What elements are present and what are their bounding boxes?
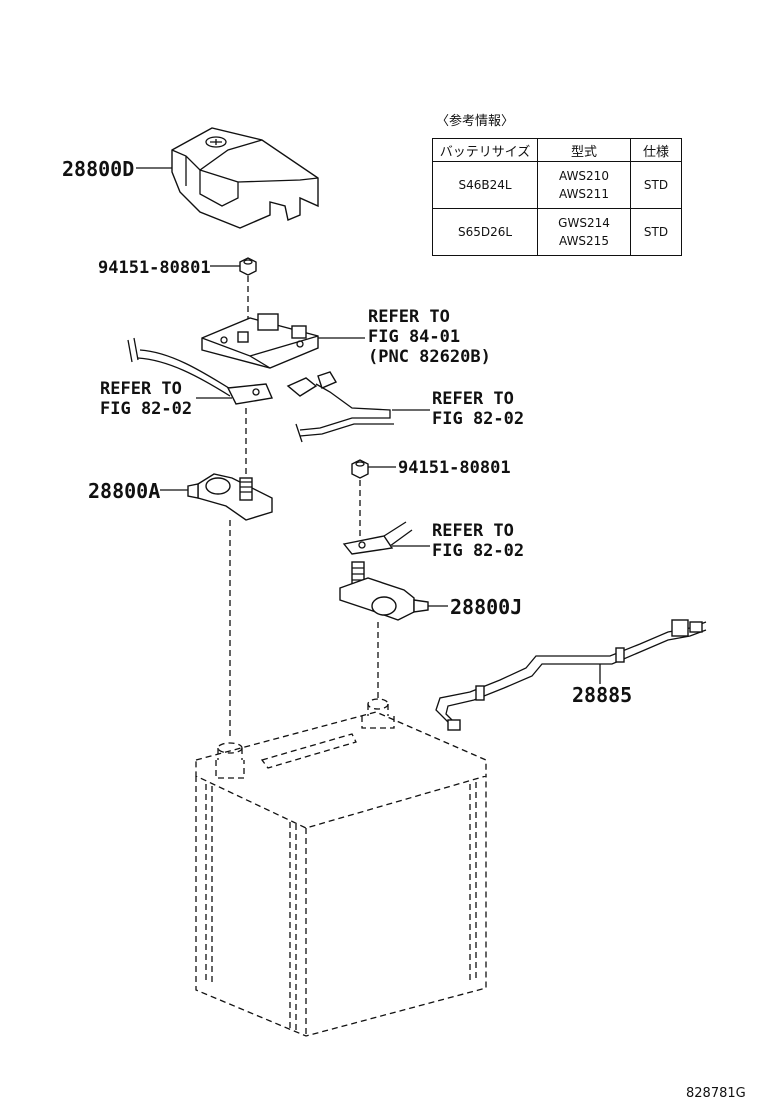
connector-lead-wire [286, 371, 394, 443]
callout-refer-left-1: REFER TO [100, 379, 182, 399]
callout-refer-fuse-3: (PNC 82620B) [368, 347, 491, 367]
cell-model: AWS215 [559, 234, 609, 248]
header-battery-size: バッテリサイズ [432, 138, 538, 162]
callout-refer-right-2: FIG 82-02 [432, 409, 524, 429]
cell-spec: STD [630, 161, 682, 209]
reference-table-caption: 〈参考情報〉 [436, 114, 515, 129]
cell-models: GWS214 AWS215 [537, 208, 631, 256]
cell-model: GWS214 [558, 216, 610, 230]
terminal-cover-part [171, 127, 319, 229]
nut-top-part [239, 257, 257, 276]
table-row: S65D26L GWS214 AWS215 STD [432, 208, 682, 256]
cell-model: AWS210 [559, 169, 609, 183]
drawing-id: 828781G [686, 1086, 746, 1101]
callout-28885: 28885 [572, 683, 632, 707]
callout-refer-fuse-2: FIG 84-01 [368, 327, 460, 347]
callout-28800D: 28800D [62, 157, 134, 181]
fusible-link-block [201, 313, 319, 369]
positive-terminal-part [339, 561, 429, 621]
table-row: S46B24L AWS210 AWS211 STD [432, 161, 682, 209]
cell-model: AWS211 [559, 187, 609, 201]
nut-mid-part [351, 459, 369, 479]
battery-reference [195, 698, 487, 1037]
callout-nut-top: 94151-80801 [98, 258, 211, 278]
cell-size: S65D26L [432, 208, 538, 256]
header-spec: 仕様 [630, 138, 682, 162]
negative-terminal-part [187, 473, 273, 521]
table-header-row: バッテリサイズ 型式 仕様 [432, 138, 682, 162]
callout-nut-mid: 94151-80801 [398, 458, 511, 478]
reference-table: バッテリサイズ 型式 仕様 S46B24L AWS210 AWS211 STD … [432, 138, 682, 256]
callout-refer-fuse-1: REFER TO [368, 307, 450, 327]
callout-28800A: 28800A [88, 479, 160, 503]
callout-28800J: 28800J [450, 595, 522, 619]
callout-refer-right-1: REFER TO [432, 389, 514, 409]
callout-refer-left-2: FIG 82-02 [100, 399, 192, 419]
cell-size: S46B24L [432, 161, 538, 209]
negative-lead-wire [127, 337, 273, 405]
positive-lead-lug [342, 521, 413, 555]
callout-refer-mid-1: REFER TO [432, 521, 514, 541]
cell-spec: STD [630, 208, 682, 256]
cell-models: AWS210 AWS211 [537, 161, 631, 209]
sensor-cable-part [435, 619, 707, 731]
callout-refer-mid-2: FIG 82-02 [432, 541, 524, 561]
